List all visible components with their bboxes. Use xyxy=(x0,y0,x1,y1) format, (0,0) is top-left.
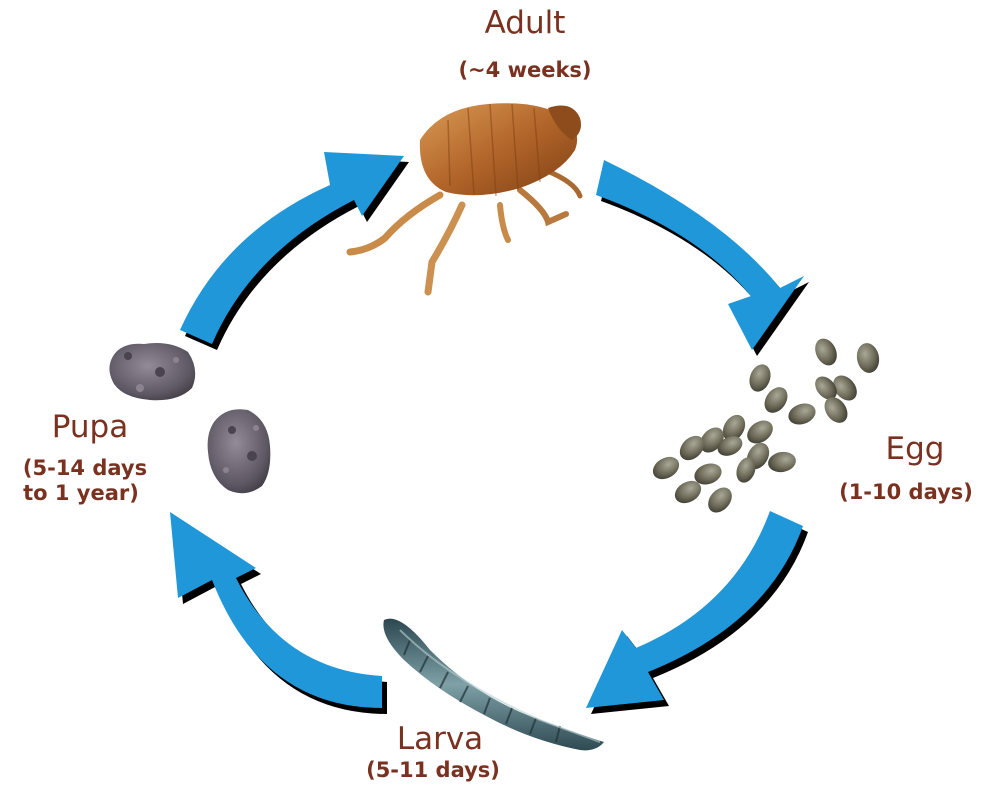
pupa-label: Pupa xyxy=(20,410,160,446)
arrow-larva-to-pupa xyxy=(170,512,387,714)
egg-duration: (1-10 days) xyxy=(824,480,988,504)
adult-duration: (~4 weeks) xyxy=(405,58,645,82)
larva-duration: (5-11 days) xyxy=(338,758,528,782)
egg-label: Egg xyxy=(860,432,970,468)
flea-photo-icon xyxy=(350,103,581,292)
arrow-larva-to-pupa-icon xyxy=(170,512,382,708)
arrow-egg-to-larva-icon xyxy=(586,511,803,708)
arrow-pupa-to-adult xyxy=(180,152,409,350)
adult-label: Adult xyxy=(425,6,625,42)
larva-label: Larva xyxy=(360,722,520,758)
arrow-egg-to-larva xyxy=(586,511,808,714)
pupa-duration-line2: to 1 year) xyxy=(0,481,162,505)
arrow-adult-to-egg xyxy=(596,160,809,356)
pupa-duration-line1: (5-14 days xyxy=(0,456,170,480)
